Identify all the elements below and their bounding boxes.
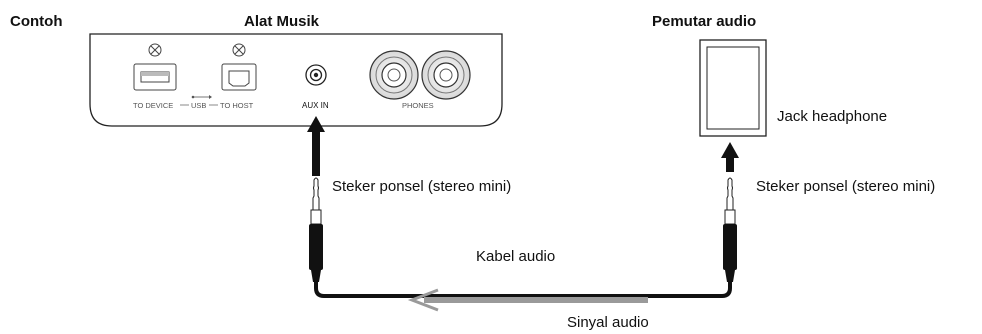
phones-label: PHONES [402, 101, 434, 110]
screw-icon [232, 43, 246, 57]
screw-icon [148, 43, 162, 57]
phones-jack-left [369, 50, 419, 100]
usb-host-port [221, 63, 257, 91]
jack-headphone-label: Jack headphone [777, 108, 888, 125]
usb-symbol-icon [191, 95, 212, 99]
phone-plug-right [723, 177, 737, 282]
phone-plug-left [309, 177, 323, 282]
arrow-up-icon [721, 142, 739, 172]
signal-label: Sinyal audio [567, 314, 649, 331]
arrow-left-icon [407, 288, 648, 312]
phones-jack-right [421, 50, 471, 100]
audio-player [699, 39, 767, 137]
usb-label: USB [191, 101, 206, 110]
to-host-label: TO HOST [220, 101, 254, 110]
plug-right-label: Steker ponsel (stereo mini) [756, 178, 936, 195]
aux-in-jack [305, 64, 327, 86]
cable-label: Kabel audio [476, 248, 556, 265]
example-label: Contoh [10, 13, 63, 30]
aux-in-label: AUX IN [302, 101, 329, 110]
player-title: Pemutar audio [652, 13, 757, 30]
arrow-up-icon [307, 116, 325, 176]
usb-device-port [133, 63, 177, 91]
instrument-panel: TO DEVICE USB TO HOST AUX IN PHONES [89, 33, 503, 127]
instrument-title: Alat Musik [244, 13, 320, 30]
plug-left-label: Steker ponsel (stereo mini) [332, 178, 512, 195]
audio-cable [314, 278, 732, 298]
to-device-label: TO DEVICE [133, 101, 173, 110]
